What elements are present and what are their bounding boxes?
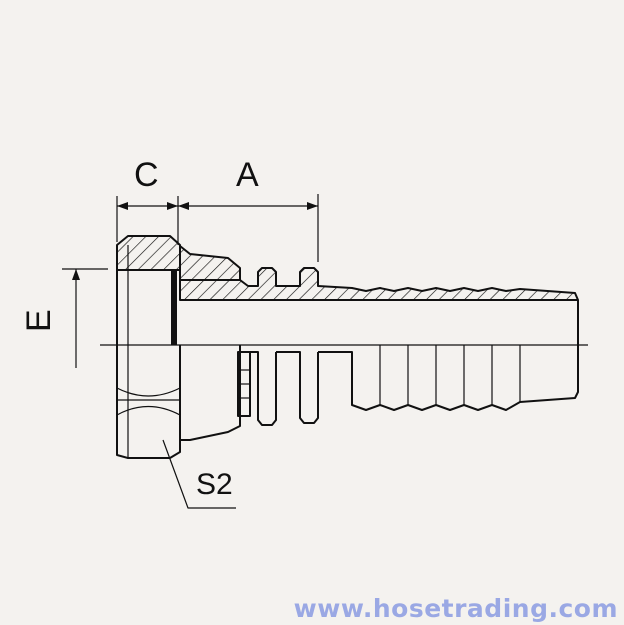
s2-leader-line — [162, 439, 236, 509]
dimension-label-c: C — [134, 156, 159, 194]
watermark-url: www.hosetrading.com — [293, 594, 618, 623]
dimension-e — [62, 268, 108, 368]
outline-lower-half — [116, 345, 579, 459]
dimension-a — [178, 194, 319, 262]
section-upper-half — [116, 235, 579, 345]
dimension-label-e: E — [20, 309, 58, 332]
dimension-label-s2: S2 — [196, 468, 233, 501]
dimension-label-a: A — [236, 156, 259, 194]
dimension-c — [116, 196, 179, 245]
